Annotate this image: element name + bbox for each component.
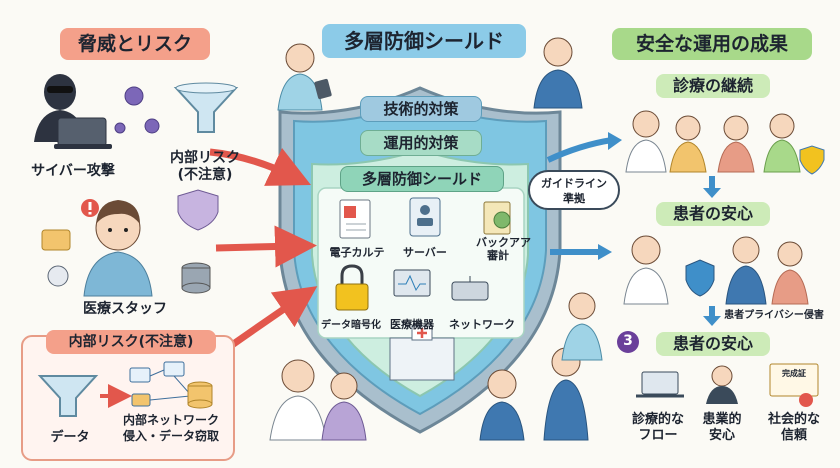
certificate-icon <box>769 363 819 407</box>
doctor-patients-figure <box>625 110 825 175</box>
patient-safety-figure <box>623 235 809 305</box>
warning-icon <box>81 199 99 217</box>
guideline-bubble: ガイドライン 準拠 <box>528 170 620 210</box>
social-trust-line2: 信頼 <box>780 428 807 443</box>
work-safety-line1: 患業的 <box>702 412 742 427</box>
internal-risk-box-title: 内部リスク(不注意) <box>46 330 216 354</box>
outcome-arrow-top <box>546 137 613 163</box>
network-intrusion-line2: 侵入・データ窃取 <box>122 429 219 443</box>
patient-safety-header-1: 患者の安心 <box>656 202 770 226</box>
lock-shield-icon <box>177 189 219 231</box>
social-trust-line1: 社会的な <box>767 412 820 427</box>
data-funnel-icon <box>37 375 99 417</box>
flow-laptop-icon <box>636 371 684 398</box>
anxious-staff-icon <box>83 200 153 297</box>
backup-audit-line2: 審計 <box>487 249 509 262</box>
staff-badge-icon <box>706 365 738 404</box>
medical-monitor-icon <box>393 269 431 297</box>
ehr-label: 電子カルテ <box>329 246 385 259</box>
virus-icon <box>114 86 160 134</box>
flow-line1: 診療的な <box>631 412 684 427</box>
padlock-icon <box>335 264 369 311</box>
nurse-tablet-figure <box>277 43 332 111</box>
threat-arrow-bottom <box>229 286 318 348</box>
elderly-doctor-figure <box>269 359 327 441</box>
server-label: サーバー <box>403 246 447 259</box>
network-diagram-icon <box>129 361 191 407</box>
patient-safety-header-2: 患者の安心 <box>656 332 770 356</box>
privacy-label: 患者プライバシー侵害 <box>724 310 824 321</box>
staff-group-figure <box>321 292 603 441</box>
layer-operational: 運用的対策 <box>360 130 482 156</box>
network-intrusion-line1: 内部ネットワーク <box>122 413 219 427</box>
network-label: ネットワーク <box>449 318 515 331</box>
medical-devices-label: 医療機器 <box>390 318 434 331</box>
guideline-line1: ガイドライン <box>541 177 607 190</box>
internal-risk-line2: (不注意) <box>177 167 233 183</box>
flow-label: 診療的な フロー <box>620 412 696 444</box>
server-badge-icon <box>409 197 441 237</box>
social-trust-label: 社会的な 信頼 <box>756 412 832 444</box>
guideline-line2: 準拠 <box>563 192 585 205</box>
network-device-icon <box>451 276 489 301</box>
outcomes-header: 安全な運用の成果 <box>612 28 812 60</box>
step-number: 3 <box>623 333 633 349</box>
funnel-icon <box>173 82 239 133</box>
step-badge-icon <box>617 331 639 353</box>
doctor-scrubs-figure <box>533 37 583 109</box>
encryption-label: データ暗号化 <box>321 320 381 331</box>
hacker-icon <box>34 74 112 149</box>
work-safety-line2: 安心 <box>708 428 735 443</box>
backup-audit-icon <box>483 201 511 235</box>
hospital-building-icon <box>389 325 455 381</box>
backup-audit-line1: バックアア <box>476 236 531 249</box>
flow-line2: フロー <box>638 428 678 443</box>
bug-icon <box>47 265 69 287</box>
cyber-attack-label: サイバー攻撃 <box>31 163 115 179</box>
ehr-icon <box>339 199 371 239</box>
threat-arrow-middle <box>215 225 317 268</box>
internal-risk-line1: 内部リスク <box>170 150 240 166</box>
layer-technical: 技術的対策 <box>360 96 482 122</box>
medical-staff-label: 医療スタッフ <box>83 301 167 317</box>
shield-inner-title: 多層防御シールド <box>340 166 504 192</box>
work-safety-label: 患業的 安心 <box>694 412 750 444</box>
network-intrusion-label: 内部ネットワーク 侵入・データ窃取 <box>112 412 230 444</box>
database-icon <box>181 262 211 294</box>
internal-risk-label: 内部リスク (不注意) <box>150 150 260 184</box>
threat-arrow-top <box>209 148 311 186</box>
chat-icon <box>41 229 71 251</box>
threats-header: 脅威とリスク <box>60 28 210 60</box>
data-label: データ <box>50 430 90 445</box>
backup-audit-label: バックアア 審計 <box>476 236 531 262</box>
continuity-header: 診療の継続 <box>656 74 770 98</box>
data-storage-icon <box>187 381 213 409</box>
shield-header: 多層防御シールド <box>322 24 526 58</box>
certificate-text: 完成証 <box>782 369 806 378</box>
